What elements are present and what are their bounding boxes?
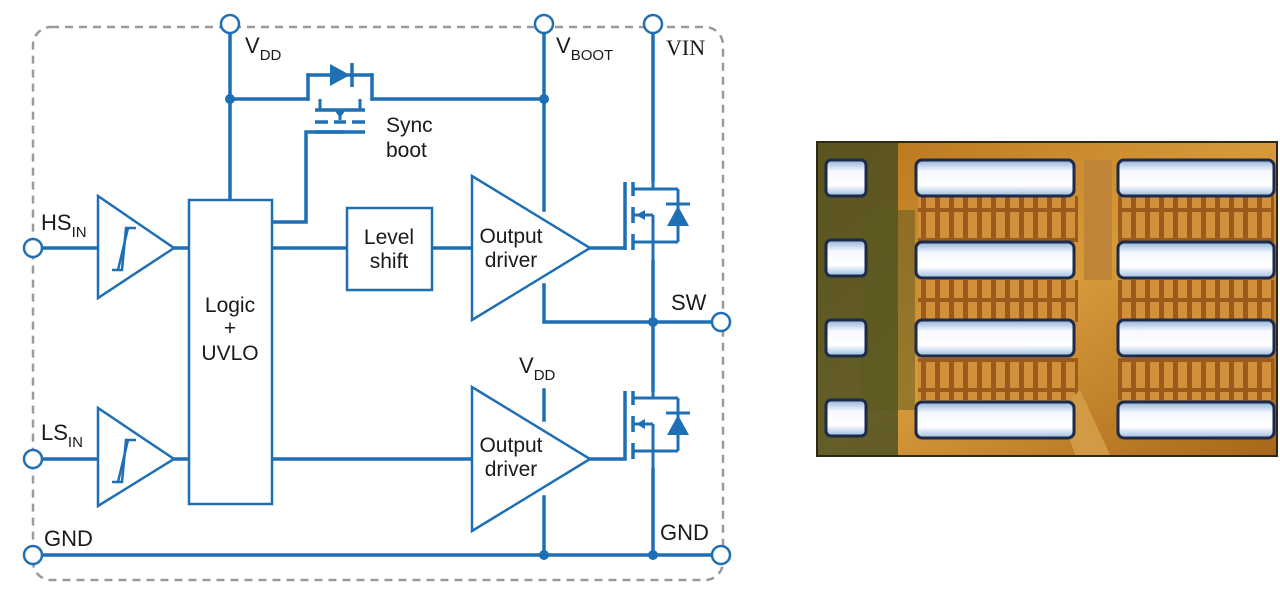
logic-label-line3: UVLO bbox=[201, 342, 258, 365]
logic-uvlo-block bbox=[187, 198, 274, 506]
hs-schmitt-buffer bbox=[96, 193, 177, 301]
gnd-left-label: GND bbox=[44, 526, 93, 551]
level-shift-label-line1: Level bbox=[364, 226, 414, 249]
logic-label-line2: + bbox=[224, 317, 236, 340]
vdd-pin bbox=[219, 13, 241, 35]
ls-schmitt-buffer bbox=[96, 405, 177, 509]
vdd-top-label: VDD bbox=[245, 33, 282, 64]
hs-in-pin bbox=[22, 237, 44, 259]
output-driver-top bbox=[470, 173, 593, 323]
hs-in-label: HSIN bbox=[41, 210, 87, 241]
output-driver-bottom-label-line1: Output bbox=[479, 434, 542, 457]
sw-label: SW bbox=[671, 290, 707, 315]
sync-boot-fet bbox=[306, 63, 374, 134]
level-shift-label-line2: shift bbox=[370, 250, 409, 273]
ls-in-pin bbox=[22, 448, 44, 470]
vin-label: VIN bbox=[666, 35, 705, 60]
sw-pin bbox=[710, 311, 732, 333]
output-driver-top-label-line2: driver bbox=[485, 249, 538, 272]
gnd-right-label: GND bbox=[660, 520, 709, 545]
output-driver-bottom-label-line2: driver bbox=[485, 458, 538, 481]
low-side-fet bbox=[623, 390, 690, 470]
wires bbox=[42, 32, 714, 557]
level-shift-block bbox=[345, 206, 434, 292]
high-side-fet bbox=[623, 180, 690, 262]
sync-boot-label-line2: boot bbox=[386, 139, 427, 162]
logic-label-line1: Logic bbox=[205, 294, 255, 317]
output-driver-top-label-line1: Output bbox=[479, 225, 542, 248]
vboot-label: VBOOT bbox=[556, 33, 613, 64]
output-driver-bottom bbox=[470, 384, 593, 534]
vdd-mid-label: VDD bbox=[519, 353, 556, 384]
sync-boot-label-line1: Sync bbox=[386, 114, 433, 137]
package-outline bbox=[31, 25, 725, 582]
ls-in-label: LSIN bbox=[41, 420, 83, 451]
vin-pin bbox=[642, 13, 664, 35]
vboot-pin bbox=[533, 13, 555, 35]
pins bbox=[22, 13, 732, 566]
die-photo bbox=[816, 141, 1278, 457]
junction-dots bbox=[225, 94, 658, 560]
gnd-left-pin bbox=[22, 544, 44, 566]
gnd-right-pin bbox=[710, 544, 732, 566]
